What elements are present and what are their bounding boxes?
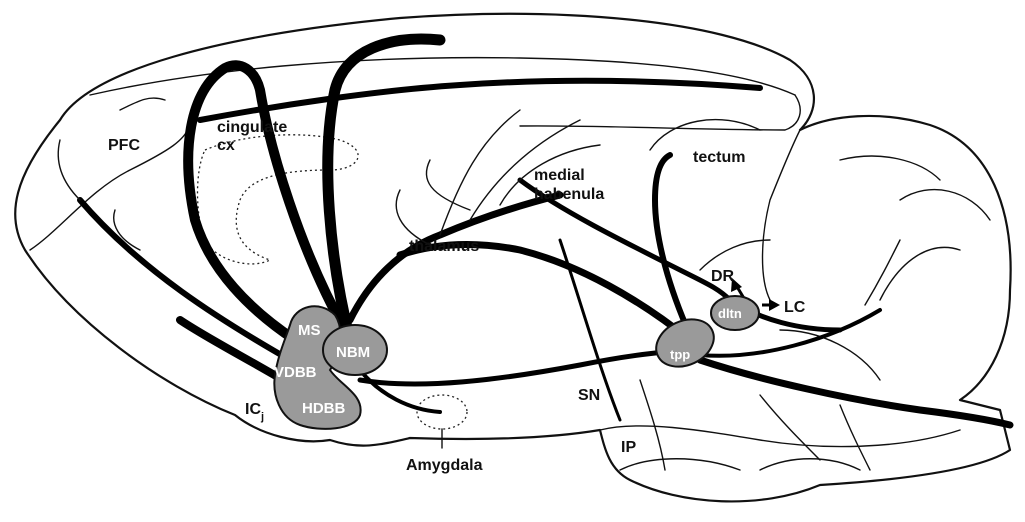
- ms-label: MS: [298, 322, 321, 339]
- thalamus-label: thalamus: [409, 238, 479, 255]
- icj-label: ICj: [245, 401, 264, 423]
- dr-label: DR: [711, 268, 735, 285]
- lc-label: LC: [784, 299, 806, 316]
- basal-forebrain-tract: [360, 350, 690, 384]
- pfc-label: PFC: [108, 137, 140, 154]
- thalamic-tract: [350, 195, 560, 320]
- nbm-label: NBM: [336, 344, 370, 361]
- sn-label: SN: [578, 387, 600, 404]
- brainstem-tract: [700, 360, 1010, 425]
- cx-label: cx: [217, 137, 235, 154]
- habenula-label: habenula: [534, 186, 604, 203]
- tectum-tract: [655, 155, 690, 335]
- ip-label: IP: [621, 439, 636, 456]
- dorsal-tract: [200, 81, 760, 120]
- vdbb-label: VDBB: [274, 364, 317, 381]
- cingulate-label: cingulate: [217, 119, 287, 136]
- medial-label: medial: [534, 167, 585, 184]
- amygdala-label: Amygdala: [406, 457, 483, 474]
- tpp-label: tpp: [670, 347, 690, 362]
- tectum-label: tectum: [693, 149, 745, 166]
- pfc-tract: [80, 200, 290, 360]
- amygdala-tract: [360, 370, 440, 412]
- brain-outline: [15, 14, 1010, 502]
- fornix-tract: [328, 39, 440, 340]
- hdbb-label: HDBB: [302, 400, 345, 417]
- tpp-thalamus-tract: [400, 245, 690, 340]
- dltn-label: dltn: [718, 306, 742, 321]
